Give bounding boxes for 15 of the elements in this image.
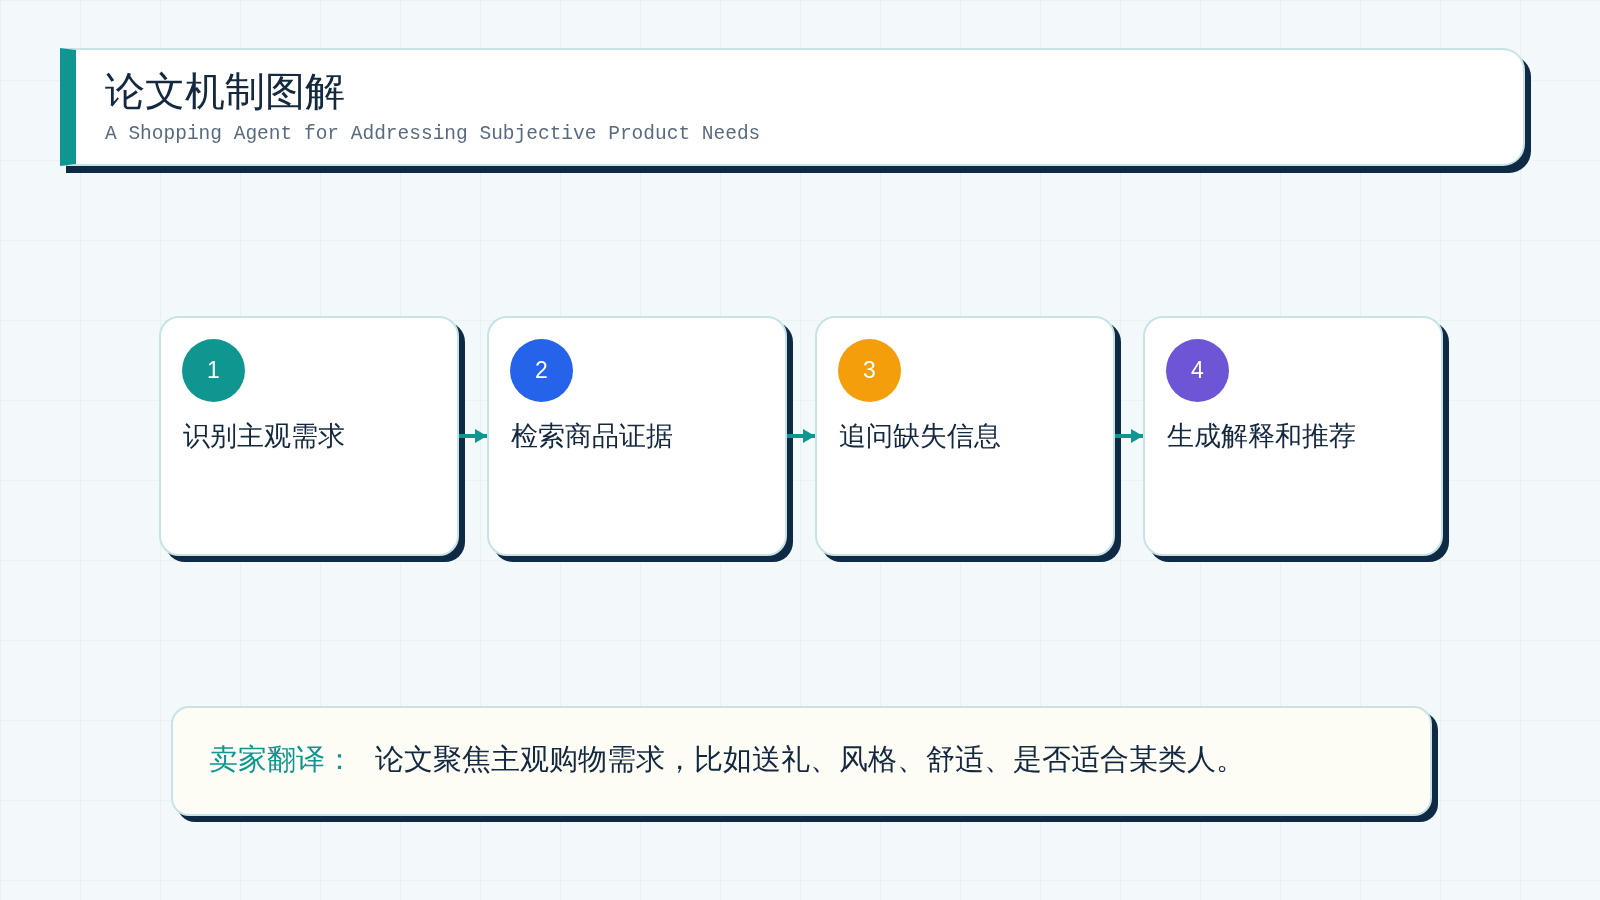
title: 论文机制图解 (105, 68, 345, 115)
step-number-badge: 2 (510, 339, 573, 402)
step-number-badge: 1 (182, 339, 245, 402)
arrow (459, 429, 487, 443)
subtitle: A Shopping Agent for Addressing Subjective Product Needs (105, 122, 761, 146)
arrow (787, 429, 815, 443)
step-number-badge: 3 (838, 339, 901, 402)
step-title: 识别主观需求 (183, 420, 345, 453)
step-number-badge: 4 (1166, 339, 1229, 402)
arrow (1115, 429, 1143, 443)
note-heading: 卖家翻译： (209, 742, 354, 777)
step-title: 追问缺失信息 (839, 420, 1001, 453)
note-text: 论文聚焦主观购物需求，比如送礼、风格、舒适、是否适合某类人。 (375, 742, 1245, 777)
step-title: 检索商品证据 (511, 420, 673, 453)
step-title: 生成解释和推荐 (1167, 420, 1356, 453)
